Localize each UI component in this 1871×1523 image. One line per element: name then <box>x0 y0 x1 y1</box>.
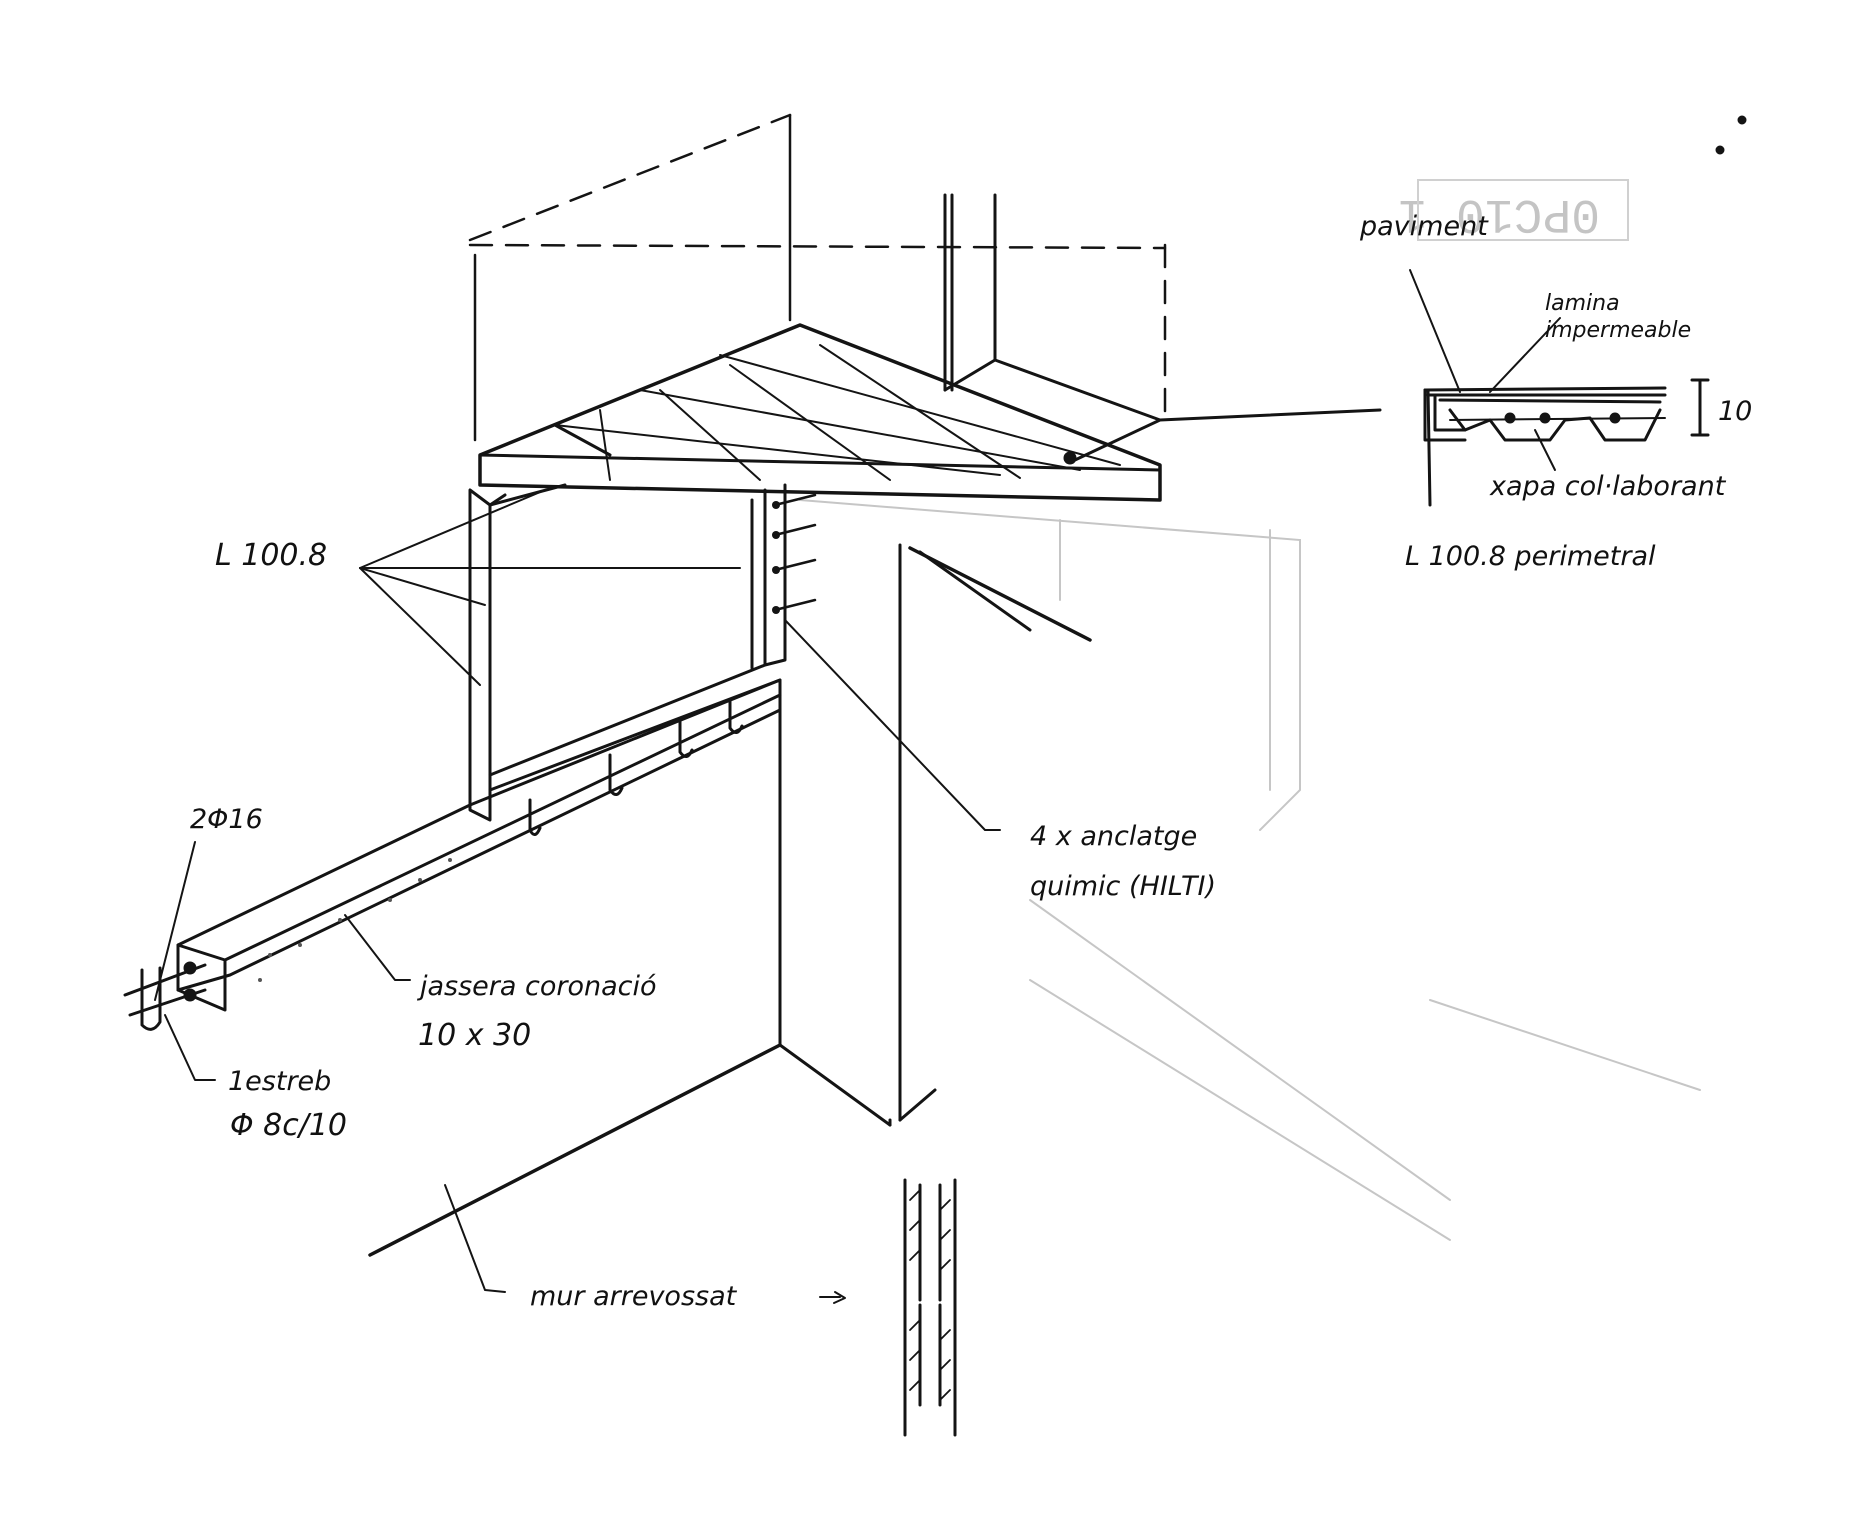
label-membrane-line2: impermeable <box>1545 318 1691 343</box>
label-stirrup-line1: 1estreb <box>228 1066 331 1097</box>
label-anchor-line2: quimic (HILTI) <box>1030 871 1216 902</box>
label-angle-right: L 100.8 perimetral <box>1405 541 1656 572</box>
ghost-stamp: 0PC10 1 <box>1398 186 1600 240</box>
label-membrane-line1: lamina <box>1545 291 1620 316</box>
label-bars: 2Φ16 <box>190 804 263 835</box>
ghost-stamp-frame <box>1417 179 1629 241</box>
label-wall: mur arrevossat <box>530 1281 738 1312</box>
label-anchor-line1: 4 x anclatge <box>1030 821 1197 852</box>
label-beam-name: jassera coronació <box>416 971 657 1002</box>
label-deck: xapa col·laborant <box>1489 471 1727 502</box>
label-angle-left: L 100.8 <box>215 538 327 573</box>
label-thickness: 10 <box>1718 396 1752 427</box>
background-lines <box>799 499 1701 1241</box>
annotations: L 100.8 2Φ16 1estreb Φ 8c/10 jassera cor… <box>190 211 1752 1312</box>
label-beam-size: 10 x 30 <box>418 1018 531 1053</box>
label-stirrup-line2: Φ 8c/10 <box>230 1108 347 1143</box>
label-floor: paviment <box>1359 211 1489 242</box>
ink-lines <box>123 113 1747 1437</box>
